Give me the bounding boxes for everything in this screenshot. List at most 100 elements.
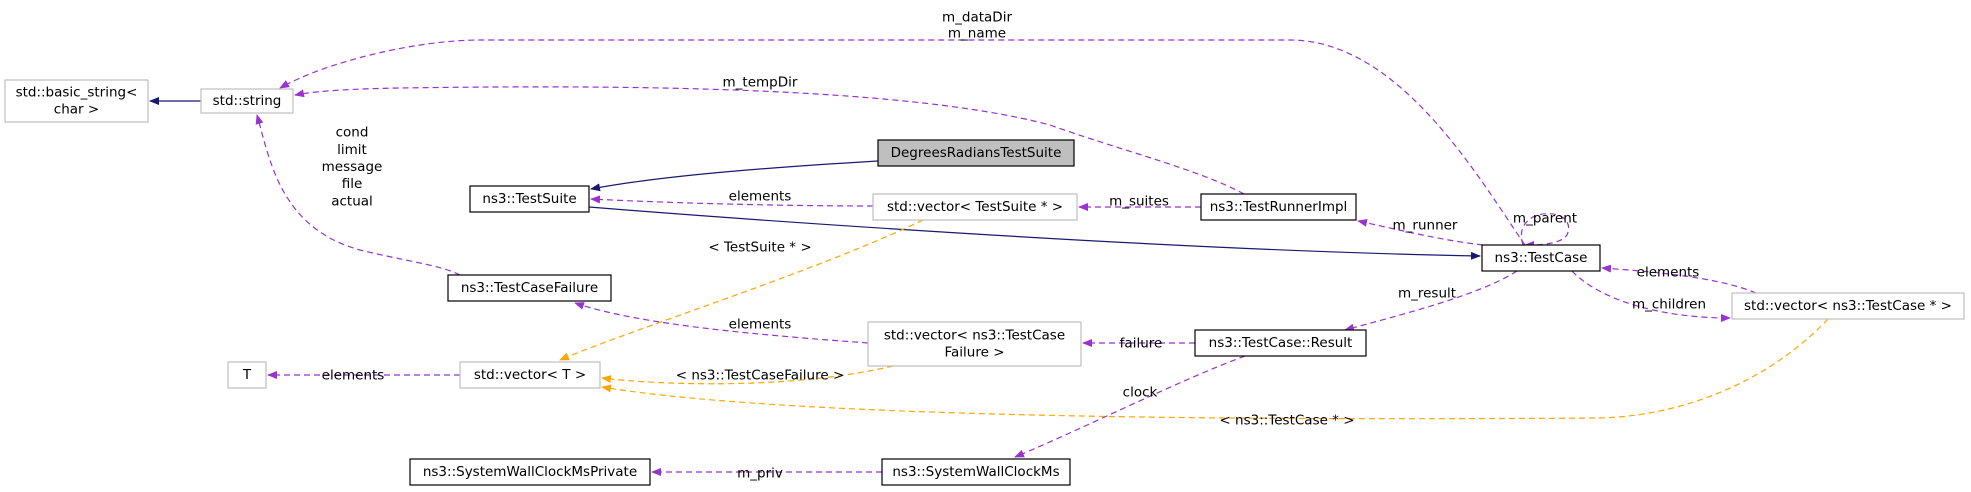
edge-line-failure-to-string [255,114,461,276]
edge-case-to-self: m_parent [1513,211,1577,249]
edge-line-vfailure-to-vt [601,365,894,385]
edge-label-vsuite-to-suite: elements [729,189,792,205]
edge-runner-to-vsuite: m_suites [1078,194,1201,211]
node-box-clock-private [409,458,651,486]
edge-line-case-to-string [279,39,1526,246]
edge-line-runner-to-string [294,86,1245,195]
edge-case-to-vcase: m_children [1571,270,1731,322]
node-label-test-suite: ns3::TestSuite [482,191,576,207]
node-box-degrees-suite [877,139,1075,167]
node-label-degrees-suite: DegreesRadiansTestSuite [891,145,1062,161]
edge-vsuite-to-suite: elements [590,189,874,207]
edge-line-result-to-clock [1014,355,1246,458]
edge-label-case-to-runner: m_runner [1393,218,1458,234]
class-node-case-failure[interactable]: ns3::TestCaseFailure [447,274,612,302]
node-label-basic-string: char > [54,102,99,118]
edge-label-result-to-vfailure: failure [1120,336,1163,352]
edge-label-result-to-clock: clock [1123,385,1158,401]
node-label-vector-failure: std::vector< ns3::TestCase [884,328,1065,344]
node-label-t: T [242,367,252,383]
node-box-test-case [1481,244,1601,272]
edge-line-case-to-self [1520,213,1570,249]
node-box-test-suite [469,185,590,213]
edge-label-case-to-vcase: m_children [1632,297,1706,313]
class-node-result[interactable]: ns3::TestCase::Result [1194,329,1367,357]
node-box-vector-failure [867,321,1082,367]
edge-label-failure-to-string: file [342,176,363,192]
edge-runner-to-string: m_tempDir [294,75,1245,195]
edge-label-vcase-to-vt: < ns3::TestCase * > [1219,413,1354,429]
edge-suite-to-case [588,206,1481,260]
edge-vfailure-to-vt: < ns3::TestCaseFailure > [601,365,894,385]
edge-label-case-to-self: m_parent [1513,211,1577,227]
node-box-case-failure [447,274,612,302]
edge-vcase-to-vt: < ns3::TestCase * > [601,318,1829,429]
node-label-clock: ns3::SystemWallClockMs [892,464,1059,480]
edge-line-vfailure-to-failure [574,302,869,344]
edge-result-to-clock: clock [1014,355,1246,458]
edge-label-vfailure-to-vt: < ns3::TestCaseFailure > [676,368,845,384]
class-node-vector-case: std::vector< ns3::TestCase * > [1731,292,1965,320]
node-label-vector-t: std::vector< T > [474,367,586,383]
class-node-degrees-suite[interactable]: DegreesRadiansTestSuite [877,139,1075,167]
node-label-runner-impl: ns3::TestRunnerImpl [1210,199,1348,215]
edge-label-vsuite-to-vt: < TestSuite * > [708,240,811,256]
edge-vfailure-to-failure: elements [574,302,869,344]
edge-line-case-to-vcase [1571,270,1731,322]
edge-label-case-to-result: m_result [1398,286,1456,302]
edge-line-degrees-to-suite [590,160,879,192]
edge-result-to-vfailure: failure [1082,336,1195,352]
edge-line-case-to-runner [1357,218,1484,246]
edge-label-vcase-to-case: elements [1637,265,1700,281]
edge-case-to-result: m_result [1344,270,1518,332]
node-box-vector-suite [872,193,1078,221]
edge-line-vsuite-to-vt [559,219,924,361]
edge-label-case-to-string: m_name [948,26,1006,42]
edge-label-runner-to-string: m_tempDir [723,75,798,91]
edge-label-vfailure-to-failure: elements [729,317,792,333]
edge-label-runner-to-vsuite: m_suites [1109,194,1169,210]
node-label-vector-failure: Failure > [944,345,1004,361]
node-label-vector-case: std::vector< ns3::TestCase * > [1744,298,1952,314]
node-box-basic-string [4,79,149,123]
edge-vt-to-t: elements [267,368,460,384]
class-node-clock[interactable]: ns3::SystemWallClockMs [881,458,1071,486]
edge-label-clock-to-private: m_priv [737,466,783,482]
class-node-test-case[interactable]: ns3::TestCase [1481,244,1601,272]
class-node-t: T [227,361,267,389]
class-node-vector-failure: std::vector< ns3::TestCaseFailure > [867,321,1082,367]
edge-clock-to-private: m_priv [651,466,882,482]
class-node-string: std::string [200,88,294,114]
class-node-clock-private[interactable]: ns3::SystemWallClockMsPrivate [409,458,651,486]
edge-line-case-to-result [1344,270,1518,332]
node-label-result: ns3::TestCase::Result [1209,335,1353,351]
node-label-case-failure: ns3::TestCaseFailure [461,280,598,296]
node-box-string [200,88,294,114]
edges-layer: m_dataDirm_namem_tempDircondlimitmessage… [149,10,1829,482]
edge-label-failure-to-string: message [322,159,383,175]
class-node-vector-suite: std::vector< TestSuite * > [872,193,1078,221]
class-node-test-suite[interactable]: ns3::TestSuite [469,185,590,213]
edge-label-failure-to-string: limit [337,142,367,158]
class-node-runner-impl[interactable]: ns3::TestRunnerImpl [1200,193,1357,221]
node-label-test-case: ns3::TestCase [1495,250,1588,266]
node-label-basic-string: std::basic_string< [16,85,138,101]
node-label-vector-suite: std::vector< TestSuite * > [887,199,1063,215]
class-node-vector-t: std::vector< T > [459,361,601,389]
edge-label-case-to-string: m_dataDir [942,10,1012,26]
node-box-clock [881,458,1071,486]
node-label-clock-private: ns3::SystemWallClockMsPrivate [423,464,637,480]
node-box-result [1194,329,1367,357]
nodes-layer: std::basic_string<char > std::stringDegre… [4,79,1965,486]
node-label-string: std::string [213,93,282,109]
edge-line-vcase-to-case [1601,264,1757,294]
edge-case-to-runner: m_runner [1357,218,1484,246]
node-box-vector-t [459,361,601,389]
edge-line-suite-to-case [588,206,1481,260]
edge-vcase-to-case: elements [1601,264,1757,294]
node-box-t [227,361,267,389]
